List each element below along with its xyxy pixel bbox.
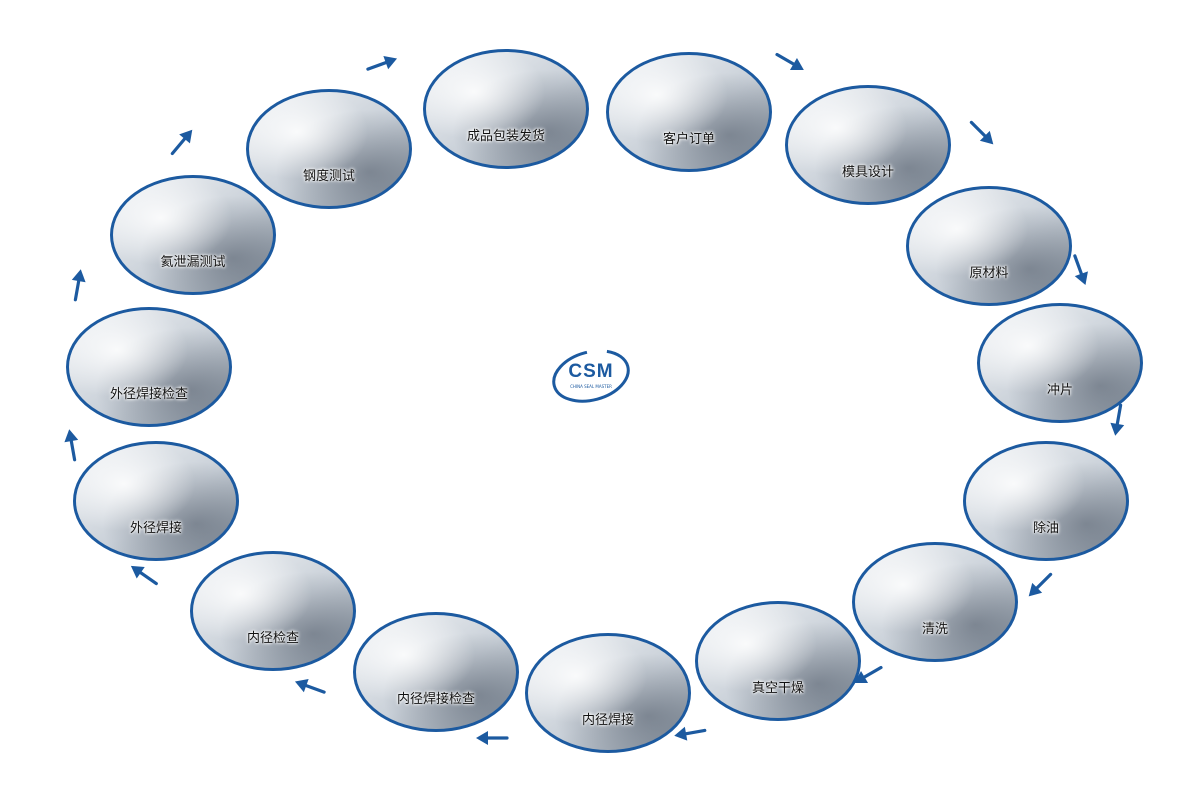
step-photo — [698, 604, 858, 718]
step-packaging-shipping: 成品包装发货 — [423, 49, 589, 169]
step-label: 真空干燥 — [751, 681, 804, 696]
step-photo — [426, 52, 586, 166]
step-label: 冲片 — [1046, 383, 1073, 398]
step-photo — [356, 615, 516, 729]
step-punching: 冲片 — [977, 303, 1143, 423]
flow-arrow-icon — [847, 657, 888, 692]
flow-arrow-icon — [124, 556, 165, 593]
step-inner-weld-inspection: 内径焊接检查 — [353, 612, 519, 732]
step-photo — [76, 444, 236, 558]
step-photo — [113, 178, 273, 292]
flow-arrow-icon — [362, 48, 403, 79]
step-photo — [909, 189, 1069, 303]
step-label: 客户订单 — [662, 132, 715, 147]
step-mold-design: 模具设计 — [785, 85, 951, 205]
flow-arrow-icon — [163, 122, 201, 162]
step-photo — [249, 92, 409, 206]
step-cleaning: 清洗 — [852, 542, 1018, 662]
flow-arrow-icon — [65, 266, 91, 305]
logo-subtext: CHINA SEAL MASTER — [570, 384, 612, 389]
flow-arrow-icon — [962, 113, 1002, 153]
flow-arrow-icon — [59, 426, 85, 465]
step-label: 模具设计 — [841, 165, 894, 180]
step-label: 原材料 — [969, 266, 1009, 281]
step-inner-welding: 内径焊接 — [525, 633, 691, 753]
step-order: 客户订单 — [606, 52, 772, 172]
step-photo — [788, 88, 948, 202]
csm-logo: CSM CHINA SEAL MASTER — [549, 349, 633, 403]
step-label: 内径检查 — [246, 631, 299, 646]
flow-arrow-icon — [474, 728, 510, 748]
step-photo — [855, 545, 1015, 659]
step-label: 外径焊接 — [129, 521, 182, 536]
step-vacuum-drying: 真空干燥 — [695, 601, 861, 721]
step-label: 成品包装发货 — [466, 129, 545, 144]
flow-arrow-icon — [1020, 565, 1060, 605]
step-stiffness-test: 钢度测试 — [246, 89, 412, 209]
flow-arrow-icon — [290, 671, 331, 702]
step-label: 除油 — [1032, 521, 1059, 536]
flow-arrow-icon — [671, 720, 710, 746]
step-label: 氦泄漏测试 — [160, 255, 226, 270]
step-photo — [980, 306, 1140, 420]
step-label: 内径焊接检查 — [396, 692, 475, 707]
step-label: 内径焊接 — [581, 713, 634, 728]
step-label: 钢度测试 — [302, 169, 355, 184]
step-helium-leak-test: 氦泄漏测试 — [110, 175, 276, 295]
step-photo — [193, 554, 353, 668]
step-inner-inspection: 内径检查 — [190, 551, 356, 671]
step-photo — [609, 55, 769, 169]
step-photo — [966, 444, 1126, 558]
step-degreasing: 除油 — [963, 441, 1129, 561]
step-label: 清洗 — [921, 622, 948, 637]
logo-ring-icon — [552, 349, 630, 403]
step-raw-material: 原材料 — [906, 186, 1072, 306]
step-outer-weld-inspection: 外径焊接检查 — [66, 307, 232, 427]
step-outer-welding: 外径焊接 — [73, 441, 239, 561]
flow-arrow-icon — [1105, 401, 1131, 440]
step-label: 外径焊接检查 — [109, 387, 188, 402]
step-photo — [69, 310, 229, 424]
flow-arrow-icon — [1064, 250, 1095, 291]
logo-text: CSM — [568, 361, 614, 382]
flow-arrow-icon — [769, 44, 810, 79]
step-photo — [528, 636, 688, 750]
